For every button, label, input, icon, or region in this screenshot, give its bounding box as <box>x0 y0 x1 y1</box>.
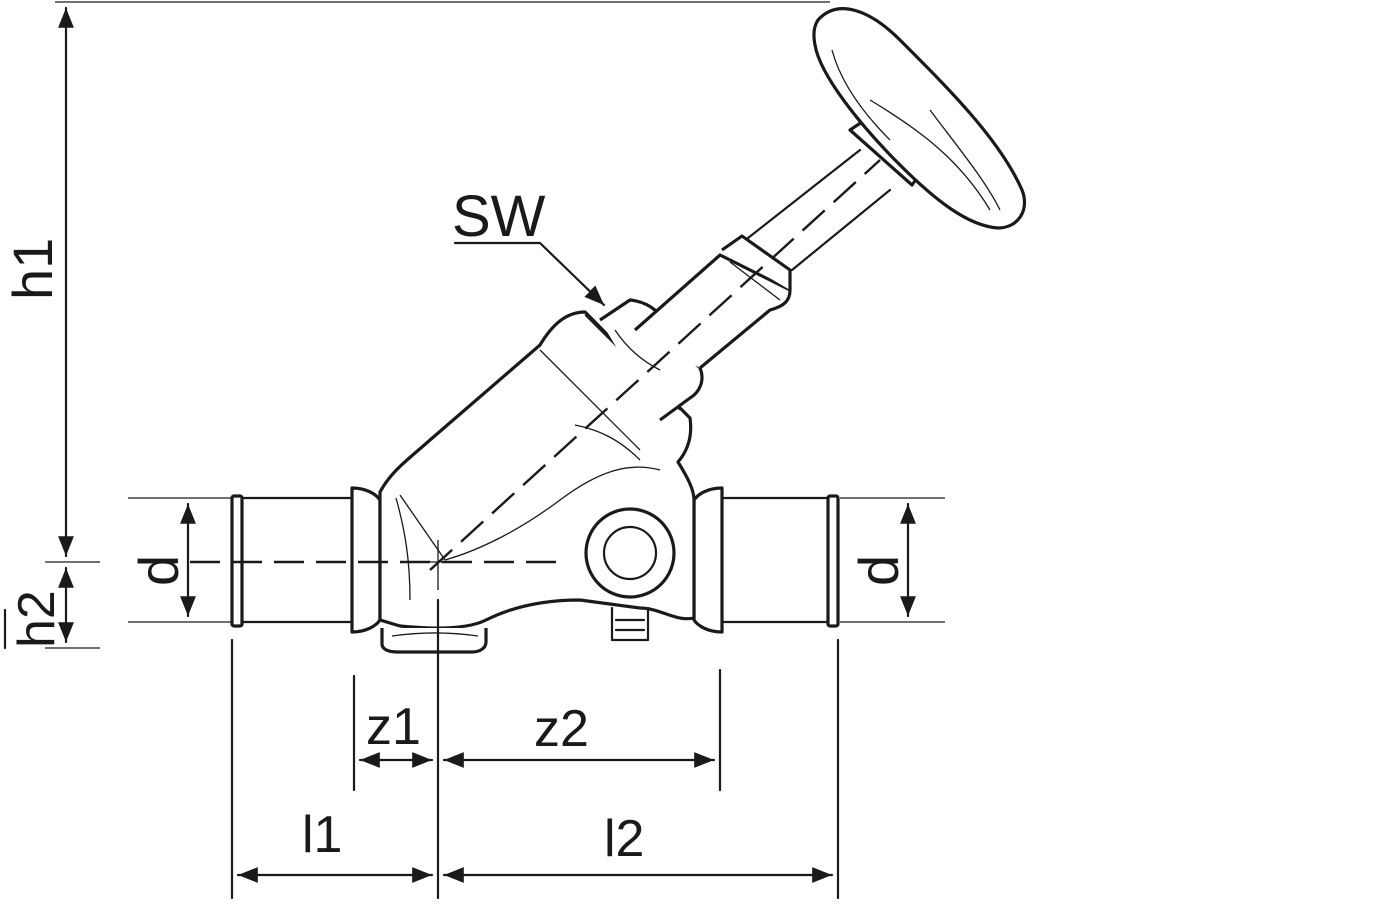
label-h2: h2 <box>8 590 66 648</box>
labels: SW h1 h2 d d z1 z2 l1 l2 <box>1 184 910 868</box>
stem-axis <box>429 159 881 571</box>
right-pipe-stub <box>718 494 840 628</box>
label-l2: l2 <box>604 810 644 868</box>
right-socket-collar <box>692 486 724 634</box>
label-sw: SW <box>452 184 546 249</box>
side-port <box>584 507 676 599</box>
label-d-left: d <box>127 555 190 586</box>
bottom-nut <box>380 628 488 654</box>
center-lines <box>190 159 881 590</box>
label-z2: z2 <box>534 700 589 758</box>
sw-leader <box>453 241 606 307</box>
stem <box>746 148 892 272</box>
dimensions <box>3 1 945 900</box>
valve-body <box>230 7 1027 654</box>
left-socket-collar <box>350 486 382 634</box>
label-z1: z1 <box>366 698 421 756</box>
label-d-right: d <box>847 555 910 586</box>
handwheel <box>812 7 1027 230</box>
drain-plug <box>610 606 650 642</box>
label-l1: l1 <box>302 806 342 864</box>
label-h1: h1 <box>1 238 64 300</box>
